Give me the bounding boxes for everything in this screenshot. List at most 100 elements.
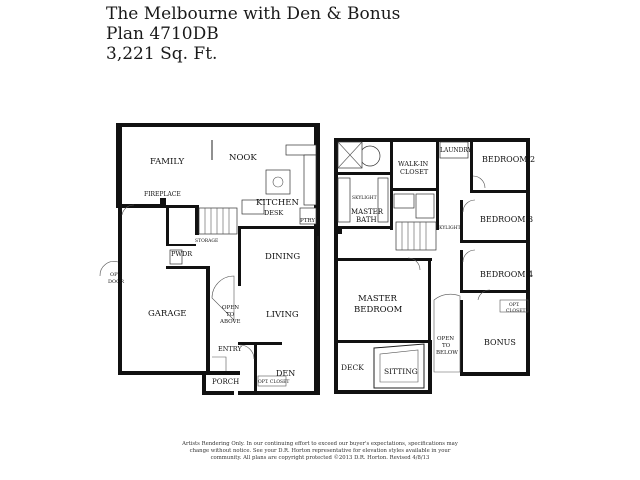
- label-storage: STORAGE: [195, 238, 218, 244]
- label-opt-closet-1: OPT.: [509, 302, 520, 308]
- label-nook: NOOK: [229, 153, 257, 163]
- label-open-above-1: OPEN: [222, 305, 239, 311]
- label-deck: DECK: [341, 363, 364, 372]
- label-den-closet: OPT. CLOSET: [258, 379, 289, 385]
- label-open-above-3: ABOVE: [219, 319, 241, 325]
- den-north-wall: [238, 342, 282, 345]
- square-footage: 3,221 Sq. Ft.: [106, 44, 218, 64]
- label-family: FAMILY: [150, 157, 184, 167]
- desk-counter: [241, 199, 265, 215]
- deck-west-wall: [334, 372, 338, 394]
- label-master-bath-1: MASTER: [351, 208, 384, 216]
- kitchen-island: [265, 169, 291, 195]
- label-open-above-2: TO: [226, 312, 235, 318]
- laundry-machines: [439, 141, 469, 159]
- label-open-below-1: OPEN: [437, 336, 454, 342]
- bonus-west-wall: [460, 300, 463, 376]
- sitting-inner-outline: [379, 349, 419, 383]
- label-bedroom2: BEDROOM 2: [482, 155, 535, 164]
- bedroom2-door-swing: [472, 175, 486, 189]
- bedroom3-south-wall: [460, 240, 530, 243]
- label-kitchen: KITCHEN: [256, 198, 299, 208]
- open-to-above-outline: [211, 275, 235, 321]
- master-east-wall: [428, 258, 431, 340]
- powder-east-wall: [166, 208, 169, 246]
- disclaimer-line-2: change without notice. See your D.R. Hor…: [189, 448, 451, 455]
- bonus-opt-closet-box: [499, 299, 529, 313]
- bedroom4-south-wall: [460, 290, 530, 293]
- master-vanity-east: [377, 177, 389, 223]
- den-door-swing: [239, 344, 255, 360]
- family-south-wall: [116, 205, 196, 208]
- second-floor-plan: WALK-IN CLOSET LAUNDRY BEDROOM 2 BEDROOM…: [334, 138, 535, 394]
- label-master-bedroom-2: BEDROOM: [354, 305, 403, 315]
- hall-bath-vanity: [415, 193, 435, 219]
- label-opt-door-1: OPT.: [110, 272, 122, 278]
- garage-west-wall: [118, 204, 122, 374]
- master-south-wall: [338, 340, 372, 343]
- disclaimer: Artists Rendering Only. In our continuin…: [150, 441, 490, 463]
- master-vanity-west: [337, 177, 351, 223]
- dining-west-wall: [238, 226, 241, 286]
- label-pantry: PTRY: [300, 218, 315, 224]
- plan-number: Plan 4710DB: [106, 24, 219, 44]
- label-master-bedroom-1: MASTER: [358, 294, 398, 304]
- dining-north-wall: [238, 226, 320, 229]
- label-dining: DINING: [265, 252, 300, 262]
- bath-column: [334, 226, 342, 234]
- bedroom3-west-wall: [460, 200, 463, 240]
- master-door-swing: [407, 257, 421, 271]
- bedroom2-south-wall: [470, 190, 530, 193]
- label-desk: DESK: [264, 209, 283, 217]
- porch-wall: [206, 371, 240, 375]
- label-bedroom4: BEDROOM 4: [480, 270, 533, 279]
- open-to-below-outline: [433, 293, 461, 373]
- label-open-below-3: BELOW: [436, 350, 458, 356]
- garage-door-swing: [121, 204, 135, 216]
- bedroom4-west-wall: [460, 250, 463, 292]
- bath-east-wall: [390, 140, 393, 230]
- kitchen-counter-north: [285, 144, 317, 156]
- label-bonus: BONUS: [484, 338, 516, 347]
- label-garage: GARAGE: [148, 309, 186, 319]
- label-powder: PWDR: [171, 250, 193, 258]
- den-west-wall: [254, 342, 257, 392]
- label-sitting: SITTING: [384, 367, 418, 376]
- label-walkin-2: CLOSET: [400, 168, 429, 176]
- disclaimer-line-1: Artists Rendering Only. In our continuin…: [182, 441, 458, 447]
- bedroom3-door-swing: [462, 199, 476, 213]
- bath-south-wall: [334, 226, 390, 229]
- label-skylight-stair: SKYLIGHT: [436, 225, 461, 231]
- label-bedroom3: BEDROOM 3: [480, 215, 533, 224]
- first-floor-stairs: [198, 207, 238, 235]
- sitting-north-wall: [372, 340, 432, 343]
- label-fireplace: FIREPLACE: [144, 191, 181, 198]
- plan-title: The Melbourne with Den & Bonus: [106, 4, 401, 24]
- kitchen-island-sink: [272, 176, 284, 188]
- master-north-wall: [338, 258, 432, 261]
- entry-closet: [212, 356, 227, 371]
- label-den: DEN: [276, 369, 295, 378]
- label-entry: ENTRY: [218, 345, 242, 353]
- label-living: LIVING: [266, 310, 299, 320]
- family-west-wall: [116, 123, 120, 207]
- label-porch: PORCH: [212, 378, 239, 386]
- kitchen-counter-east: [303, 154, 317, 206]
- sitting-east-wall: [428, 342, 432, 394]
- powder-toilet: [169, 249, 183, 265]
- second-floor-stairs: [395, 221, 437, 251]
- walkin-south-wall: [390, 188, 438, 191]
- pantry-box: [299, 207, 317, 225]
- den-opt-closet-box: [257, 375, 287, 387]
- label-open-below-2: TO: [442, 343, 451, 349]
- plan-title-block: The Melbourne with Den & Bonus Plan 4710…: [106, 4, 400, 64]
- bonus-door-swing: [477, 289, 491, 301]
- master-tub: [359, 145, 381, 167]
- walkin-east-wall: [436, 140, 439, 230]
- opt-door-swing: [99, 261, 119, 277]
- powder-south-wall: [166, 266, 210, 269]
- garage-south-wall: [118, 371, 210, 375]
- bedroom4-door-swing: [462, 249, 476, 263]
- fireplace-block: [160, 198, 166, 208]
